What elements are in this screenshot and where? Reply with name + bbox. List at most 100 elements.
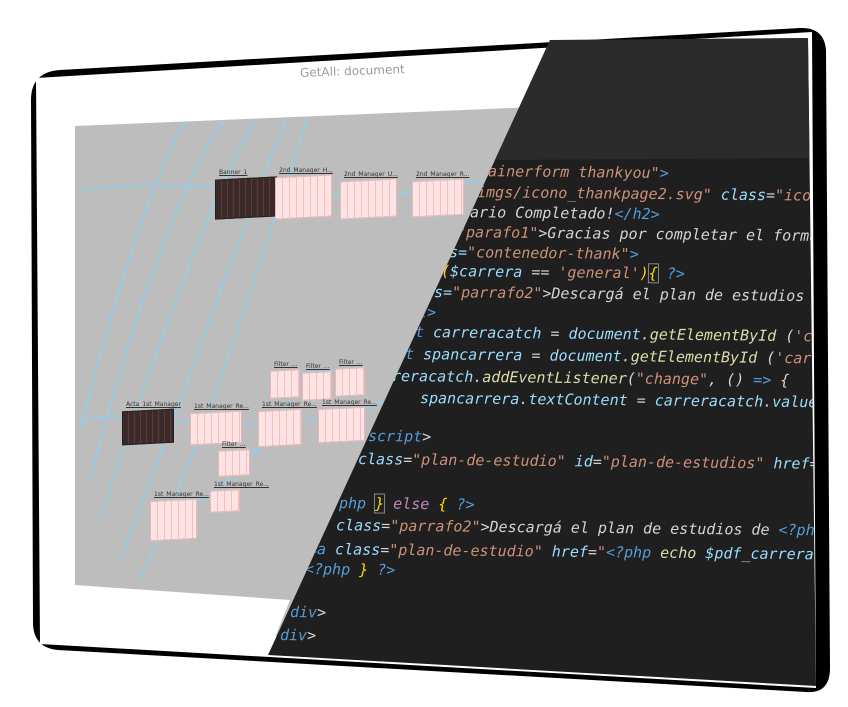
graph-node-label: Filter_... — [339, 359, 363, 366]
code-token: == — [522, 262, 559, 282]
code-token: ) — [639, 264, 649, 283]
graph-node[interactable] — [150, 498, 197, 542]
code-token: <?php — [304, 560, 360, 579]
code-token: addEventListener — [482, 367, 627, 388]
code-token: carreracatch — [654, 391, 764, 411]
code-line: ss="parrafo2">Descargá el plan de estudi… — [425, 283, 841, 306]
graph-node[interactable] — [302, 371, 332, 401]
graph-node[interactable] — [270, 369, 300, 399]
code-line: div> — [290, 603, 326, 621]
code-token: ?> — [447, 495, 475, 514]
code-line: spancarrera.textContent = carreracatch.v… — [419, 389, 818, 412]
graph-node-label: Banner_1 — [219, 169, 248, 176]
code-line: ss="contenedor-thank"> — [440, 243, 639, 263]
graph-node-label: 1st_Manager_Re... — [154, 491, 209, 498]
code-token: getElementById — [630, 347, 758, 367]
code-line: reracatch.addEventListener("change", () … — [392, 367, 790, 389]
code-token: else — [384, 494, 439, 514]
code-line: ntainerform thankyou"> — [470, 162, 669, 182]
code-token: ?> — [657, 264, 685, 283]
graph-node[interactable] — [122, 408, 174, 446]
code-token: > — [316, 603, 327, 622]
editor-tabbar — [490, 38, 812, 160]
code-token: spancarrera — [419, 389, 520, 409]
code-token: > — [629, 244, 639, 264]
code-token: = — [765, 186, 776, 205]
code-token: ?> — [368, 560, 396, 579]
graph-node[interactable] — [340, 178, 397, 220]
code-token: "change" — [635, 369, 709, 389]
code-token: = — [541, 324, 569, 343]
code-token: = — [403, 450, 413, 469]
code-token: document — [549, 346, 622, 366]
code-token: "parrafo2" — [451, 283, 543, 303]
graph-node-label: 2nd_Manager_H... — [279, 167, 333, 174]
graph-node[interactable] — [258, 408, 302, 448]
code-token: href — [551, 542, 589, 561]
code-token: ( — [776, 326, 795, 345]
code-token: . — [640, 325, 650, 344]
code-line: t carreracatch = document.getElementById… — [415, 323, 816, 346]
code-token: div — [289, 603, 318, 622]
code-token: "imgs/icono_thankpage2.svg" — [467, 183, 721, 204]
code-token: = — [522, 346, 550, 365]
graph-node-label: Filter_... — [274, 361, 298, 368]
header-title: GetAll: document — [299, 62, 405, 80]
code-token: class — [720, 185, 767, 205]
code-token: id — [574, 452, 593, 471]
code-token: <?php — [605, 543, 661, 562]
code-token: getElementById — [649, 325, 777, 345]
code-token: >Gracias por completar el formulario — [538, 223, 848, 246]
code-token: $carrera — [449, 262, 523, 281]
code-token: = — [587, 542, 598, 562]
code-line: <?php } ?> — [305, 560, 395, 579]
code-token: value — [772, 392, 818, 412]
code-line: t spancarrera = document.getElementById … — [405, 345, 816, 368]
code-token: "parafo1" — [456, 223, 539, 242]
code-line: ="parafo1">Gracias por completar el form… — [448, 223, 848, 246]
code-token: textContent — [528, 390, 628, 410]
graph-node[interactable] — [218, 449, 250, 477]
graph-node-label: Acta_1st_Manager — [126, 401, 181, 408]
code-token: . — [621, 347, 631, 366]
graph-node-label: Filter_... — [306, 363, 330, 370]
code-token: { — [647, 263, 659, 284]
code-token: class — [334, 540, 381, 559]
code-token: "plan-de-estudio" — [389, 540, 552, 561]
code-token: } — [374, 493, 386, 514]
code-token: class — [357, 450, 404, 469]
code-token: spancarrera — [422, 345, 523, 365]
graph-node[interactable] — [275, 174, 332, 220]
code-line: p class="parrafo2">Descargá el plan de e… — [318, 516, 816, 539]
code-token: ( — [626, 369, 636, 388]
code-line: class="plan-de-estudio" id="plan-de-estu… — [357, 450, 816, 473]
graph-node[interactable] — [210, 489, 240, 513]
graph-node[interactable] — [318, 406, 365, 444]
code-token: , () — [707, 370, 754, 389]
code-token: 'general' — [558, 263, 640, 283]
code-token: script — [367, 427, 423, 446]
code-token: class — [335, 516, 382, 535]
code-token: ntainerform thankyou" — [469, 162, 660, 182]
code-token: " — [596, 543, 607, 562]
code-token: > — [659, 163, 669, 183]
code-token: "parrafo2" — [390, 516, 481, 536]
code-line: script> — [368, 427, 431, 446]
code-token: div — [279, 626, 308, 645]
code-token: ulario Completado! — [451, 203, 615, 223]
code-token: >Descargá el plan de estudios de — [542, 284, 841, 306]
graph-node[interactable] — [412, 178, 464, 218]
graph-node-label: 2nd_Manager_U... — [344, 171, 398, 178]
code-token: { — [771, 370, 790, 390]
code-token: reracatch — [391, 367, 474, 386]
code-line: ulario Completado!</h2> — [452, 203, 660, 223]
code-line: ?php } else { ?> — [330, 493, 475, 514]
code-token: >Descargá el plan de estudios de — [480, 517, 779, 539]
code-token: = — [592, 452, 602, 471]
graph-node[interactable] — [215, 176, 277, 220]
graph-node-label: 1st_Manager_Re... — [262, 401, 317, 408]
code-token: echo — [660, 543, 706, 563]
graph-node-label: 1st_Manager_Re... — [214, 481, 269, 488]
graph-node[interactable] — [335, 367, 365, 397]
